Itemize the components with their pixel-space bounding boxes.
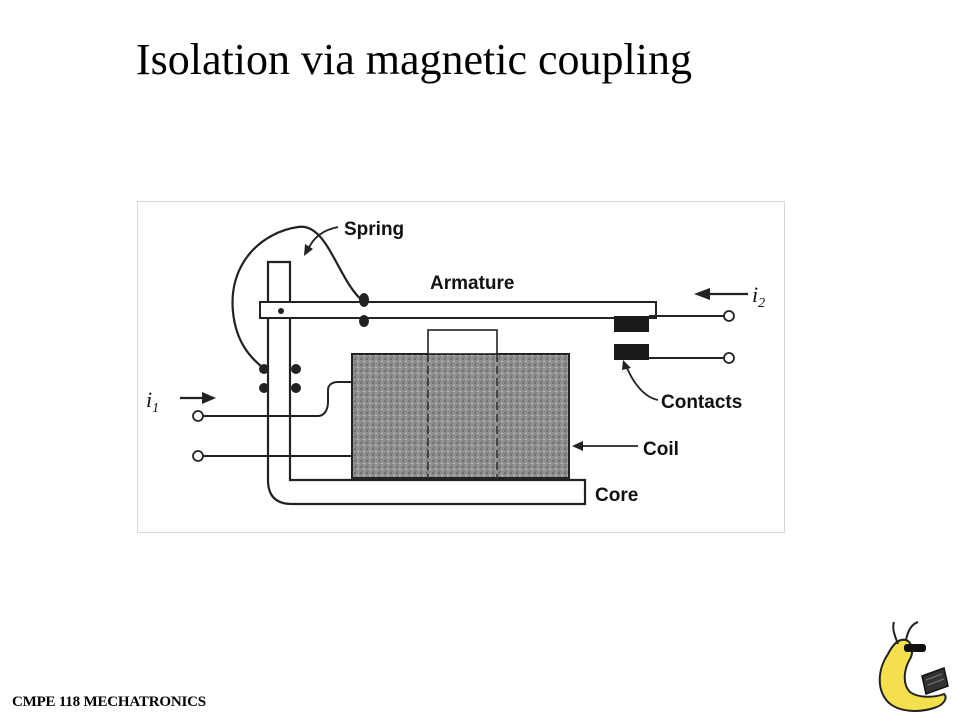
- winding-loop-3: [259, 383, 269, 393]
- spring-label: Spring: [344, 219, 404, 240]
- output-terminal-2: [723, 352, 735, 364]
- spring: [231, 225, 365, 368]
- input-wire-top: [203, 381, 352, 417]
- contacts-leader-head: [622, 360, 631, 370]
- armature: [259, 301, 657, 319]
- contact-lower: [614, 344, 649, 360]
- core-pole-piece: [427, 329, 498, 355]
- winding-loop-2: [291, 364, 301, 374]
- spring-leader-head: [304, 244, 313, 256]
- core: [266, 260, 587, 506]
- i2-label: i2: [752, 282, 765, 311]
- banana-slug-mascot-icon: [878, 621, 949, 712]
- i1-label: i1: [146, 387, 159, 416]
- i1-arrow-head: [202, 392, 216, 404]
- coil-leader-head: [572, 441, 583, 451]
- contacts-leader: [625, 365, 659, 401]
- spring-clip-bottom: [359, 315, 369, 327]
- armature-label: Armature: [430, 273, 514, 294]
- armature-pivot: [278, 308, 284, 314]
- course-footer: CMPE 118 MECHATRONICS: [12, 694, 206, 710]
- input-terminal-2: [192, 450, 204, 462]
- relay-diagram-svg: Spring Armature Contacts Coil Core i1 i2: [146, 219, 765, 506]
- output-terminal-1: [723, 310, 735, 322]
- winding-loop-1: [259, 364, 269, 374]
- slide-title: Isolation via magnetic coupling: [136, 35, 692, 84]
- spring-clip-top: [359, 293, 369, 307]
- core-label: Core: [595, 485, 638, 506]
- contacts-label: Contacts: [661, 392, 742, 413]
- relay-diagram: Spring Armature Contacts Coil Core i1 i2: [137, 201, 785, 533]
- winding-loop-4: [291, 383, 301, 393]
- contact-upper: [614, 316, 649, 332]
- coil-label: Coil: [643, 439, 679, 460]
- input-terminal-1: [192, 410, 204, 422]
- i2-arrow-head: [694, 288, 710, 300]
- coil: [351, 353, 570, 479]
